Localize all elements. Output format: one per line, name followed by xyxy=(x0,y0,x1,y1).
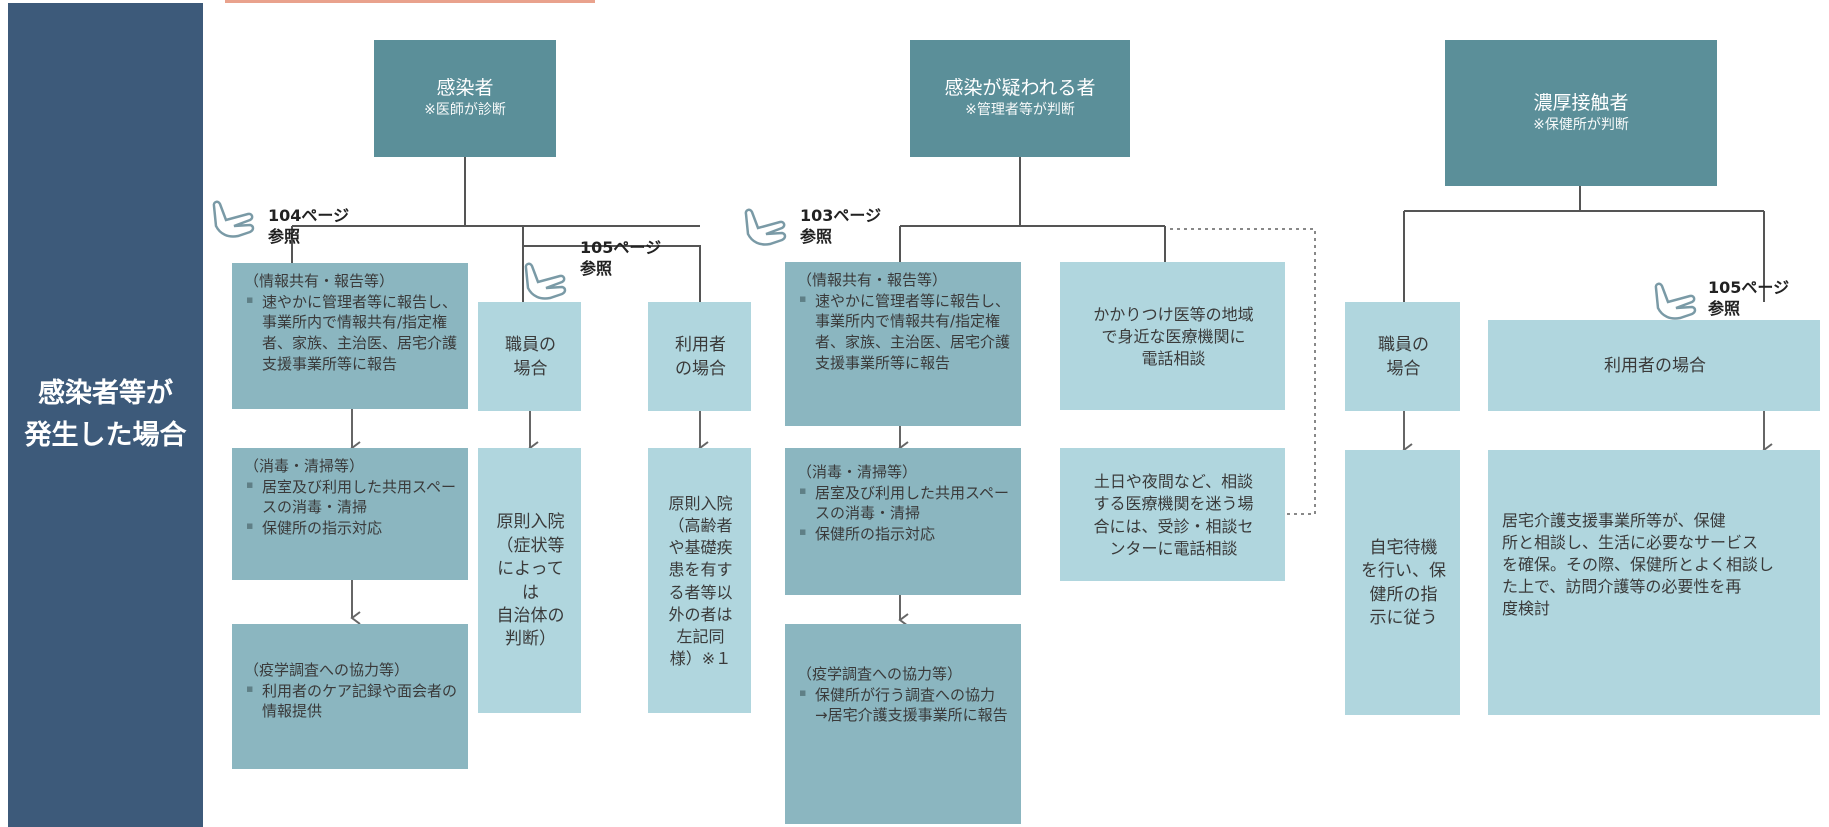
infected-user-text: 原則入院 （高齢者 や基礎疾 患を有す る者等以 外の者は 左記同 様）※１ xyxy=(648,448,751,713)
header-infected-title: 感染者 xyxy=(436,77,494,100)
ref-105-contact: 105ページ 参照 xyxy=(1708,278,1790,318)
hand-pointer-icon xyxy=(744,208,787,246)
infected-staff-text: 原則入院 （症状等 によっては 自治体の 判断） xyxy=(478,448,581,713)
infected-investigation-box: （疫学調査への協力等） 利用者のケア記録や面会者の情報提供 xyxy=(232,624,468,769)
box-title: （情報共有・報告等） xyxy=(244,272,395,290)
header-infected: 感染者 ※医師が診断 xyxy=(374,40,556,157)
box-title: （消毒・清掃等） xyxy=(244,457,365,475)
suspected-investigation-box: （疫学調査への協力等） 保健所が行う調査への協力 →居宅介護支援事業所に報告 xyxy=(785,624,1021,824)
suspected-consult-box: かかりつけ医等の地域 で身近な医療機関に 電話相談 xyxy=(1060,262,1285,410)
suspected-share-box: （情報共有・報告等） 速やかに管理者等に報告し、事業所内で情報共有/指定権者、家… xyxy=(785,262,1021,426)
contact-staff-case: 職員の 場合 xyxy=(1345,302,1460,411)
hand-pointer-icon xyxy=(1654,282,1697,320)
contact-user-text: 居宅介護支援事業所等が、保健 所と相談し、生活に必要なサービス を確保。その際、… xyxy=(1488,450,1820,715)
list-item: 速やかに管理者等に報告し、事業所内で情報共有/指定権者、家族、主治医、居宅介護支… xyxy=(799,291,1011,374)
suspected-disinfect-box: （消毒・清掃等） 居室及び利用した共用スペースの消毒・清掃 保健所の指示対応 xyxy=(785,448,1021,595)
box-title: （疫学調査への協力等） xyxy=(244,661,410,679)
box-title: （疫学調査への協力等） xyxy=(797,665,963,683)
hand-pointer-icon xyxy=(524,262,567,300)
list-item: 保健所の指示対応 xyxy=(246,518,458,539)
header-suspected: 感染が疑われる者 ※管理者等が判断 xyxy=(910,40,1130,157)
list-item: 保健所が行う調査への協力 →居宅介護支援事業所に報告 xyxy=(799,685,1011,726)
infected-user-case: 利用者 の場合 xyxy=(648,302,751,411)
suspected-night-box: 土日や夜間など、相談 する医療機関を迷う場 合には、受診・相談セ ンターに電話相… xyxy=(1060,448,1285,581)
header-contact-sub: ※保健所が判断 xyxy=(1533,116,1629,133)
ref-103: 103ページ 参照 xyxy=(800,206,882,246)
infected-disinfect-box: （消毒・清掃等） 居室及び利用した共用スペースの消毒・清掃 保健所の指示対応 xyxy=(232,448,468,580)
header-suspected-title: 感染が疑われる者 xyxy=(944,77,1096,100)
ref-105-infected: 105ページ 参照 xyxy=(580,238,662,278)
ref-104: 104ページ 参照 xyxy=(268,206,350,246)
list-item: 居室及び利用した共用スペースの消毒・清掃 xyxy=(246,477,458,518)
contact-user-case: 利用者の場合 xyxy=(1488,320,1820,411)
infected-share-box: （情報共有・報告等） 速やかに管理者等に報告し、事業所内で情報共有/指定権者、家… xyxy=(232,263,468,409)
contact-staff-text: 自宅待機 を行い、保 健所の指 示に従う xyxy=(1345,450,1460,715)
contact-user-text-body: 居宅介護支援事業所等が、保健 所と相談し、生活に必要なサービス を確保。その際、… xyxy=(1502,511,1775,619)
header-suspected-sub: ※管理者等が判断 xyxy=(965,102,1075,119)
top-accent-line xyxy=(225,0,595,3)
sidebar-title: 感染者等が 発生した場合 xyxy=(8,3,203,827)
list-item: 速やかに管理者等に報告し、事業所内で情報共有/指定権者、家族、主治医、居宅介護支… xyxy=(246,292,458,375)
list-item: 利用者のケア記録や面会者の情報提供 xyxy=(246,681,458,722)
header-contact-title: 濃厚接触者 xyxy=(1533,91,1629,114)
box-title: （情報共有・報告等） xyxy=(797,271,948,289)
list-item: 居室及び利用した共用スペースの消毒・清掃 xyxy=(799,483,1011,524)
hand-pointer-icon xyxy=(212,200,255,238)
infected-staff-case: 職員の 場合 xyxy=(478,302,581,411)
header-contact: 濃厚接触者 ※保健所が判断 xyxy=(1445,40,1717,186)
box-title: （消毒・清掃等） xyxy=(797,463,918,481)
list-item: 保健所の指示対応 xyxy=(799,524,1011,545)
header-infected-sub: ※医師が診断 xyxy=(424,102,506,119)
